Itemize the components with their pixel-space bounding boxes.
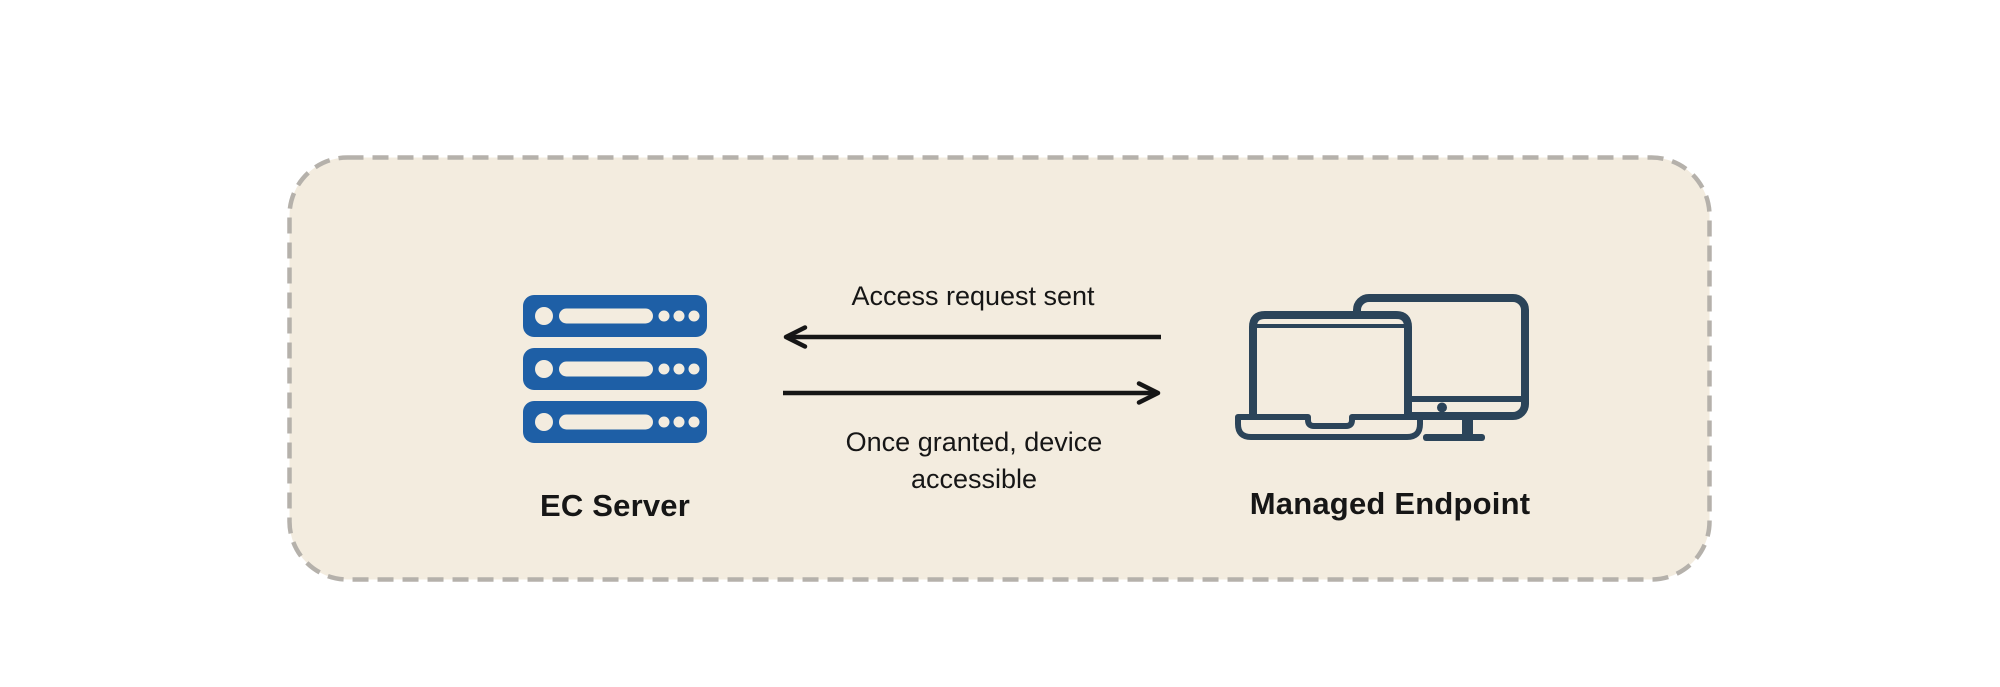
server-stack-icon (523, 295, 707, 443)
arrow-label-access-request: Access request sent (851, 281, 1095, 311)
ec-server-label: EC Server (539, 488, 690, 523)
managed-endpoint-label: Managed Endpoint (1249, 486, 1531, 521)
arrow-label-once-granted: Once granted, device accessible (845, 427, 1103, 494)
arrow-right-icon (783, 381, 1161, 405)
arrow-left-icon (783, 325, 1161, 349)
laptop-and-monitor-icon (1235, 294, 1529, 441)
dashed-panel (287, 155, 1712, 582)
